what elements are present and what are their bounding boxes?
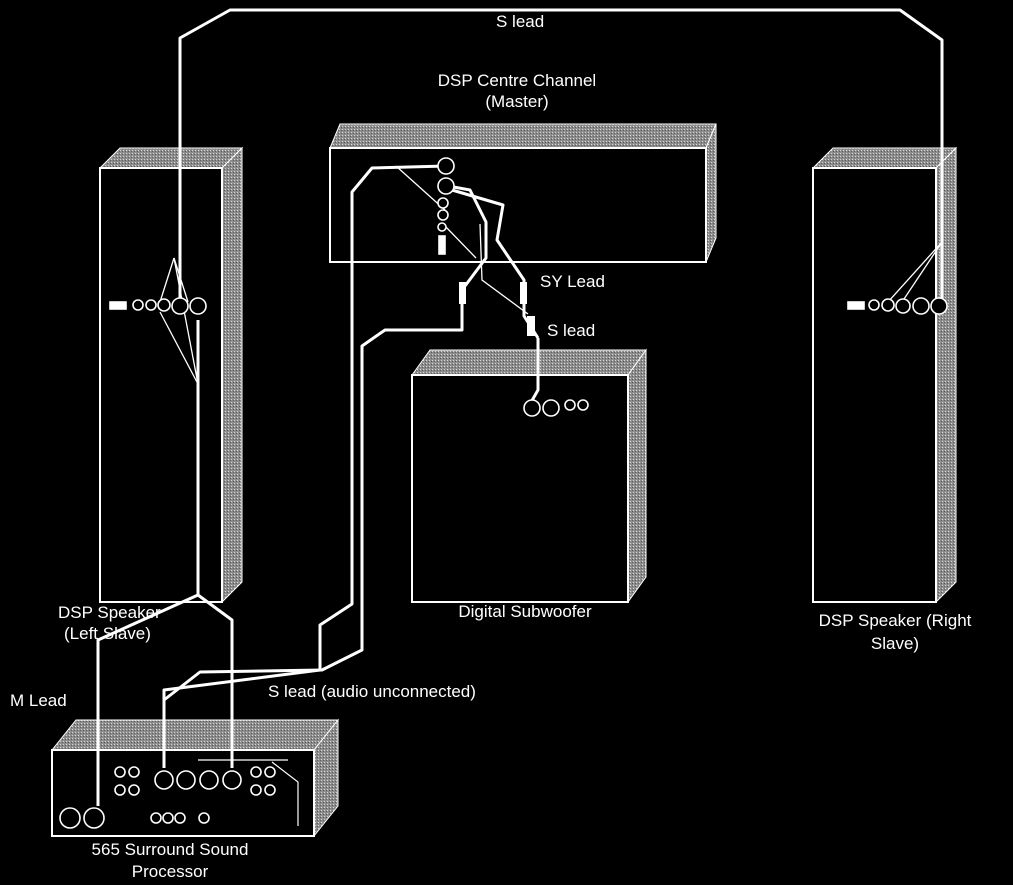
label-m-lead: M Lead — [10, 691, 67, 710]
centre-ports — [437, 157, 455, 255]
centre-channel-master — [329, 123, 717, 263]
label-processor: 565 Surround Sound — [92, 840, 249, 859]
label-processor-sub: Processor — [132, 862, 209, 881]
left-speaker-ports — [109, 297, 207, 315]
label-right-speaker-sub: Slave) — [871, 634, 919, 653]
label-centre-subtitle: (Master) — [485, 92, 548, 111]
label-sy-lead: SY Lead — [540, 272, 605, 291]
label-left-speaker: DSP Speaker — [58, 603, 161, 622]
s-lead-audio-cable — [163, 184, 488, 702]
label-centre-title: DSP Centre Channel — [438, 71, 596, 90]
s-lead-left-cable — [197, 593, 234, 768]
label-s-lead-mid: S lead — [547, 321, 595, 340]
digital-subwoofer — [411, 348, 647, 604]
left-slave-speaker — [98, 146, 244, 604]
label-right-speaker: DSP Speaker (Right — [819, 611, 972, 630]
subwoofer-ports — [523, 399, 589, 417]
processor-to-centre-cable — [162, 164, 447, 768]
label-s-lead-audio: S lead (audio unconnected) — [268, 682, 476, 701]
sy-lead-cable — [451, 188, 540, 339]
processor-ports — [59, 766, 276, 829]
label-s-lead-top: S lead — [496, 12, 544, 31]
right-slave-speaker — [811, 146, 958, 604]
right-speaker-ports — [847, 297, 948, 315]
m-lead-cable — [96, 320, 200, 806]
thin-wires — [159, 165, 943, 761]
label-left-speaker-sub: (Left Slave) — [64, 624, 151, 643]
label-subwoofer: Digital Subwoofer — [458, 602, 592, 621]
s-lead-top-cable — [178, 8, 944, 302]
